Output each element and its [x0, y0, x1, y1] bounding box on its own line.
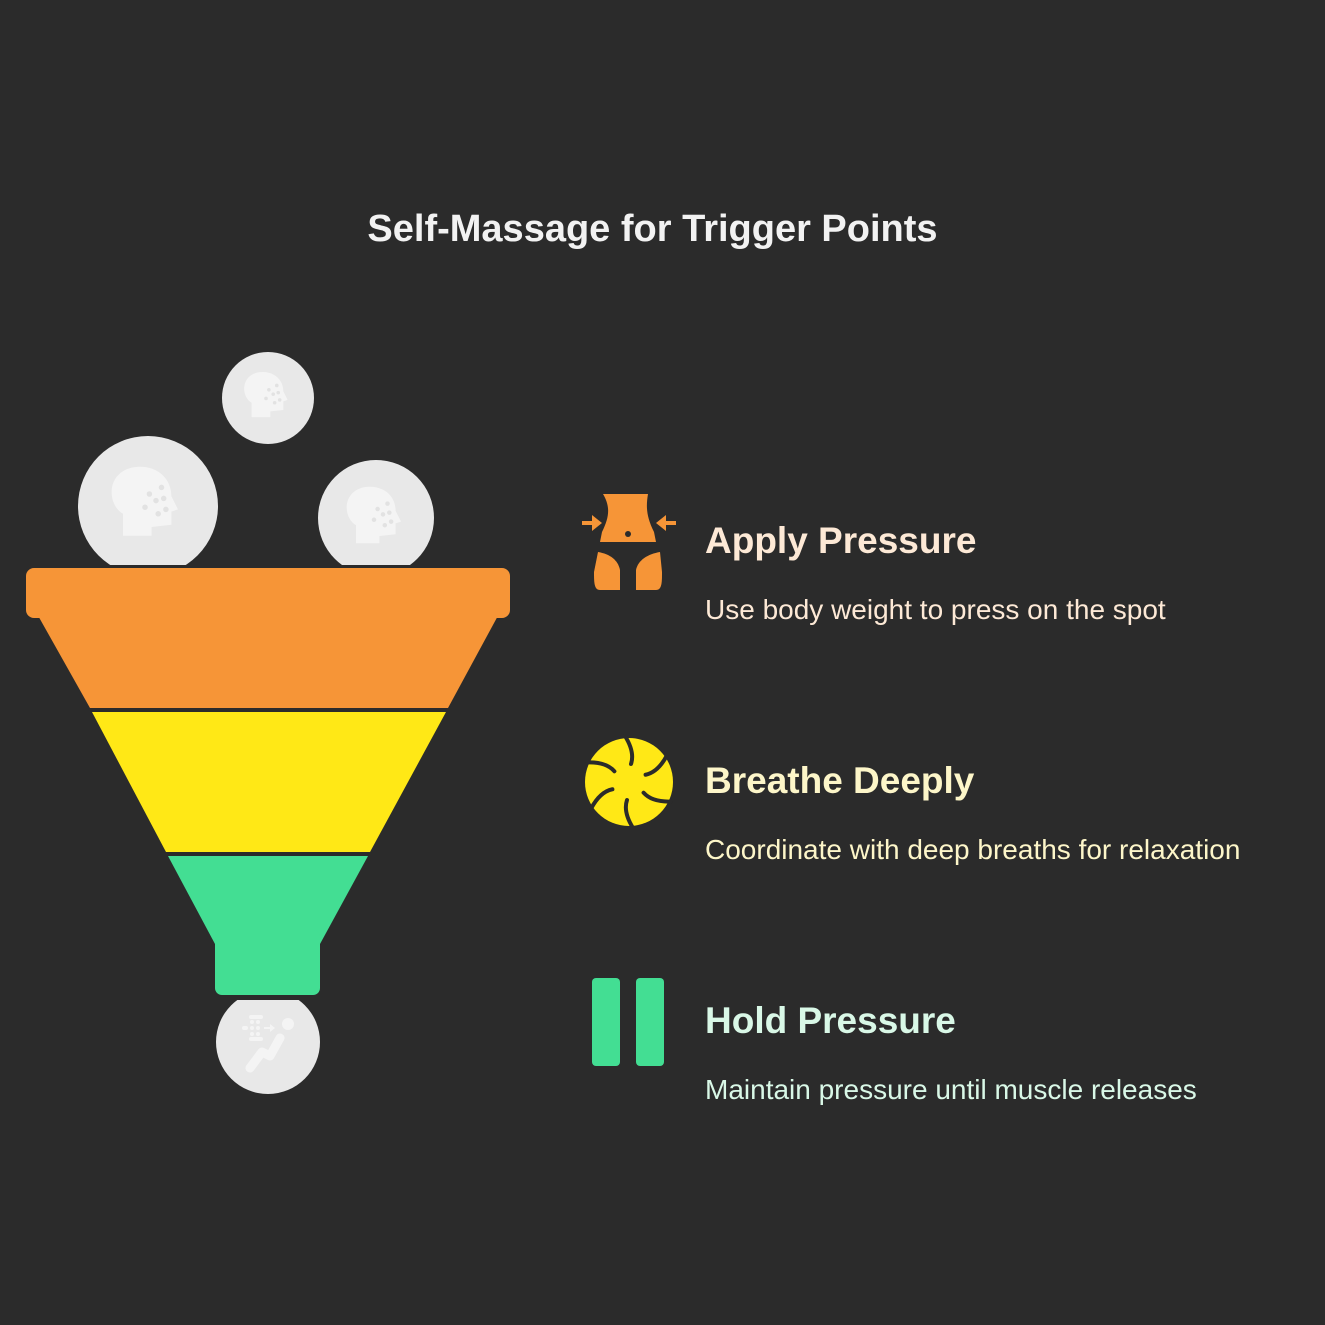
breath-swirl-icon [581, 734, 677, 835]
input-circle-small [222, 352, 314, 444]
step-breathe-deeply: Breathe Deeply Coordinate with deep brea… [705, 760, 1240, 865]
step-title: Apply Pressure [705, 520, 977, 561]
step-hold-pressure: Hold Pressure Maintain pressure until mu… [705, 1000, 1197, 1105]
step-description: Maintain pressure until muscle releases [705, 1074, 1197, 1105]
funnel-layer-green [168, 856, 368, 944]
page-title: Self-Massage for Trigger Points [367, 208, 938, 250]
funnel-rim [26, 568, 510, 618]
step-title: Hold Pressure [705, 1000, 956, 1041]
step-description: Coordinate with deep breaths for relaxat… [705, 834, 1241, 865]
waist-pressure-icon [578, 492, 678, 597]
step-title: Breathe Deeply [705, 760, 975, 801]
input-circle-large [78, 436, 218, 565]
step-apply-pressure: Apply Pressure Use body weight to press … [705, 520, 1166, 625]
funnel-layer-orange [36, 612, 500, 708]
relaxed-body-icon [242, 1015, 294, 1073]
funnel-layer-yellow [92, 712, 446, 852]
funnel-spout [215, 930, 320, 995]
input-circle-right [318, 460, 434, 565]
output-circle [216, 1000, 320, 1094]
pause-icon [592, 978, 666, 1073]
step-description: Use body weight to press on the spot [705, 594, 1166, 625]
